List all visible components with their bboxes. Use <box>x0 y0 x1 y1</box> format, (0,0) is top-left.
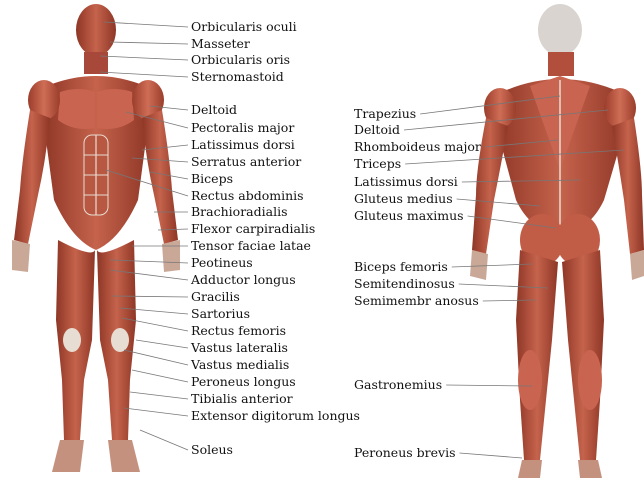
label-semitendinosus: Semitendinosus <box>354 277 455 291</box>
back-hand-left <box>470 250 488 280</box>
label-deltoid-back: Deltoid <box>354 123 400 137</box>
label-triceps: Triceps <box>354 157 401 171</box>
leader-line <box>110 42 188 44</box>
label-tensor-faciae-latae: Tensor faciae latae <box>191 239 311 253</box>
label-gluteus-maximus: Gluteus maximus <box>354 209 464 223</box>
leader-line <box>136 340 188 348</box>
back-calf-right <box>578 350 602 410</box>
leader-line <box>132 370 188 382</box>
label-semimembranosus: Semimembr anosus <box>354 294 479 308</box>
label-peroneus-brevis: Peroneus brevis <box>354 446 455 460</box>
label-masseter: Masseter <box>191 37 250 51</box>
front-figure <box>12 4 180 472</box>
front-hand-left <box>12 240 30 272</box>
label-peotineus: Peotineus <box>191 256 253 270</box>
label-brachioradialis: Brachioradialis <box>191 205 287 219</box>
back-figure <box>470 4 644 478</box>
front-pec-left <box>58 89 95 129</box>
back-leg-left <box>516 250 558 460</box>
label-flexor-carpiradialis: Flexor carpiradialis <box>191 222 315 236</box>
label-rectus-abdominis: Rectus abdominis <box>191 189 304 203</box>
label-vastus-lateralis: Vastus lateralis <box>191 341 288 355</box>
label-trapezius: Trapezius <box>354 107 416 121</box>
label-latissimus-dorsi-front: Latissimus dorsi <box>191 138 295 152</box>
label-soleus: Soleus <box>191 443 233 457</box>
back-neck <box>548 52 574 76</box>
front-knee-right <box>111 328 129 352</box>
back-hand-right <box>630 250 644 280</box>
label-gracilis: Gracilis <box>191 290 240 304</box>
label-deltoid-front: Deltoid <box>191 103 237 117</box>
leader-line <box>124 408 188 416</box>
label-rectus-femoris: Rectus femoris <box>191 324 286 338</box>
label-rhomboideus-major: Rhomboideus major <box>354 140 481 154</box>
front-arm-left <box>14 110 50 244</box>
label-serratus-anterior: Serratus anterior <box>191 155 301 169</box>
leader-line <box>104 22 188 27</box>
back-foot-right <box>578 460 602 478</box>
front-foot-right <box>108 440 140 472</box>
front-head <box>76 4 116 56</box>
back-leg-right <box>562 250 604 460</box>
label-tibialis-anterior: Tibialis anterior <box>191 392 293 406</box>
leader-line <box>459 453 522 458</box>
label-adductor-longus: Adductor longus <box>191 273 296 287</box>
label-latissimus-dorsi-back: Latissimus dorsi <box>354 175 458 189</box>
front-neck <box>84 52 108 74</box>
front-knee-left <box>63 328 81 352</box>
label-peroneus-longus: Peroneus longus <box>191 375 296 389</box>
label-gastronemius: Gastronemius <box>354 378 442 392</box>
label-sartorius: Sartorius <box>191 307 250 321</box>
label-orbicularis-oris: Orbicularis oris <box>191 53 290 67</box>
front-foot-left <box>52 440 84 472</box>
leader-line <box>130 392 188 399</box>
label-extensor-digitorum-longus: Extensor digitorum longus <box>191 409 360 423</box>
label-orbicularis-oculi: Orbicularis oculi <box>191 20 297 34</box>
label-biceps: Biceps <box>191 172 233 186</box>
front-arm-right <box>142 110 178 244</box>
label-pectoralis-major: Pectoralis major <box>191 121 294 135</box>
leader-line <box>140 430 188 450</box>
leader-line <box>100 56 188 60</box>
back-foot-left <box>518 460 542 478</box>
leader-line <box>124 350 188 365</box>
leader-line <box>100 72 188 77</box>
label-vastus-medialis: Vastus medialis <box>191 358 289 372</box>
front-hand-right <box>162 240 180 272</box>
back-arm-right <box>612 118 644 254</box>
back-head <box>538 4 582 56</box>
label-biceps-femoris: Biceps femoris <box>354 260 448 274</box>
label-gluteus-medius: Gluteus medius <box>354 192 453 206</box>
front-pec-right <box>97 89 134 129</box>
label-sternomastoid: Sternomastoid <box>191 70 284 84</box>
back-calf-left <box>518 350 542 410</box>
